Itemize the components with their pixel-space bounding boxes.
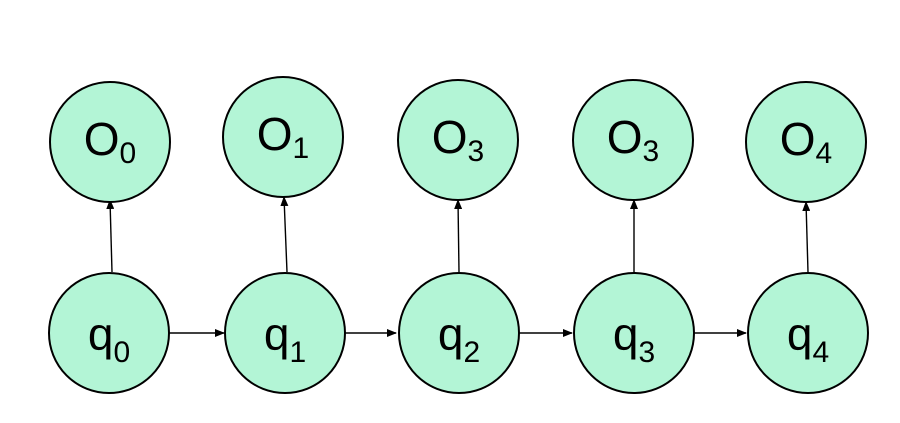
observation-sub-1: 1 xyxy=(293,132,310,165)
observation-label-2: O xyxy=(432,111,468,163)
state-label-4: q xyxy=(787,308,813,360)
state-node-3: q3 xyxy=(573,272,695,394)
observation-sub-2: 3 xyxy=(468,135,485,168)
svg-text:q2: q2 xyxy=(438,308,480,369)
observation-sub-4: 4 xyxy=(816,137,833,170)
emission-arrow-2 xyxy=(454,199,463,273)
state-sub-2: 2 xyxy=(463,336,480,369)
svg-text:q3: q3 xyxy=(613,308,655,369)
observation-label-3: O xyxy=(607,111,643,163)
observation-node-2: O3 xyxy=(397,79,519,201)
state-node-2: q2 xyxy=(398,272,520,394)
state-label-2: q xyxy=(438,308,464,360)
state-sub-3: 3 xyxy=(638,336,655,369)
svg-text:O4: O4 xyxy=(780,113,832,170)
state-label-1: q xyxy=(264,308,290,360)
state-node-0: q0 xyxy=(48,272,170,394)
emission-arrow-4 xyxy=(802,201,811,273)
svg-text:O3: O3 xyxy=(607,111,659,168)
observation-node-1: O1 xyxy=(222,76,344,198)
state-sub-0: 0 xyxy=(113,336,130,369)
svg-text:O1: O1 xyxy=(257,108,309,165)
emission-arrow-0 xyxy=(106,199,115,273)
svg-text:O0: O0 xyxy=(84,113,136,170)
observation-label-0: O xyxy=(84,113,120,165)
observation-label-1: O xyxy=(257,108,293,160)
observation-node-0: O0 xyxy=(49,81,171,203)
state-node-4: q4 xyxy=(747,272,869,394)
observation-label-4: O xyxy=(780,113,816,165)
state-sub-4: 4 xyxy=(812,336,829,369)
observation-sub-0: 0 xyxy=(120,137,137,170)
emission-arrow-1 xyxy=(280,196,289,273)
svg-text:q0: q0 xyxy=(88,308,130,369)
state-sub-1: 1 xyxy=(289,336,306,369)
observation-sub-3: 3 xyxy=(643,135,660,168)
observation-node-4: O4 xyxy=(745,81,867,203)
state-label-3: q xyxy=(613,308,639,360)
state-label-0: q xyxy=(88,308,114,360)
svg-text:q4: q4 xyxy=(787,308,829,369)
svg-text:O3: O3 xyxy=(432,111,484,168)
svg-text:q1: q1 xyxy=(264,308,306,369)
state-node-1: q1 xyxy=(224,272,346,394)
observation-node-3: O3 xyxy=(572,79,694,201)
